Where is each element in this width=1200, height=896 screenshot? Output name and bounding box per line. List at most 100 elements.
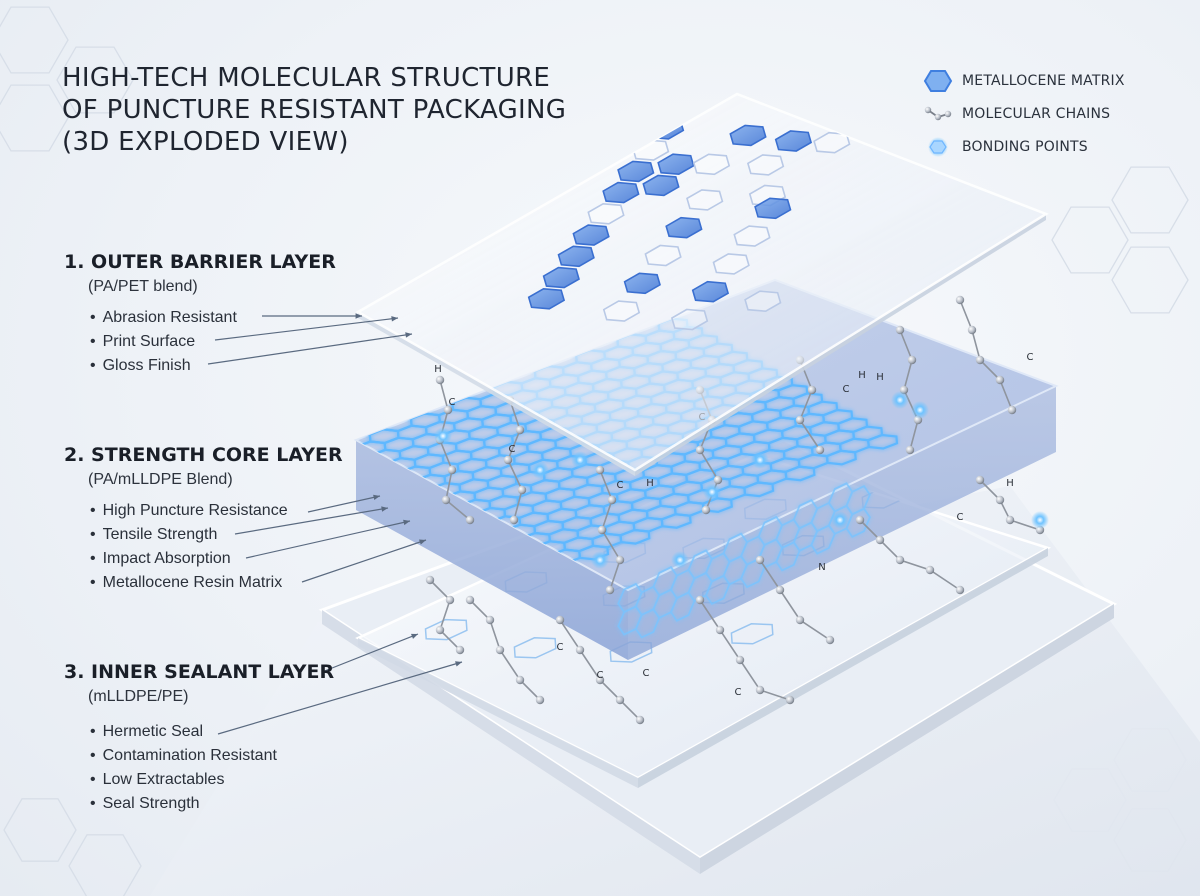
chain-atom (925, 565, 935, 575)
atom-label: C (843, 384, 850, 395)
layer-bullets: High Puncture Resistance Tensile Strengt… (90, 499, 343, 595)
page-title: HIGH-TECH MOLECULAR STRUCTURE OF PUNCTUR… (62, 62, 566, 158)
metallocene-hex-ghost (644, 244, 682, 267)
background-hexagon (56, 46, 134, 114)
chain-atom (775, 585, 785, 595)
title-line-1: HIGH-TECH MOLECULAR STRUCTURE (62, 63, 551, 93)
metallocene-hex-ghost (744, 290, 782, 313)
chain-atom (485, 615, 495, 625)
atom-label: C (735, 687, 742, 698)
chain-atom (995, 375, 1005, 385)
atom-label: C (1027, 352, 1034, 363)
chain-bond (439, 379, 471, 521)
chain-bond (759, 559, 831, 641)
metallocene-hex-ghost (587, 202, 625, 225)
chain-atom (715, 625, 725, 635)
leader-line (321, 633, 419, 673)
barrier-hex-cells (527, 118, 851, 331)
chain-atom (1007, 405, 1017, 415)
chain-atom (615, 695, 625, 705)
bonding-point (751, 451, 769, 469)
chain-atom (701, 505, 711, 515)
chain-atom (465, 515, 475, 525)
metallocene-hex-filled (572, 224, 610, 246)
chain-atom (425, 575, 435, 585)
metallocene-hex-ghost (733, 225, 771, 247)
chain-atom (795, 415, 805, 425)
metallocene-hex-filled (665, 216, 703, 239)
chain-atom (695, 595, 705, 605)
hex-outline (424, 618, 468, 641)
bullet-item: Gloss Finish (90, 354, 336, 378)
legend: METALLOCENE MATRIX MOLECULAR CHAINS BOND… (920, 64, 1125, 163)
leader-arrowhead (455, 661, 462, 667)
layer-title: 3. INNER SEALANT LAYER (64, 661, 335, 683)
atom-label: H (858, 370, 866, 381)
leader-arrowhead (381, 506, 388, 512)
metallocene-hex-filled (642, 174, 680, 197)
chain-atom (815, 445, 825, 455)
metallocene-hex-filled (691, 280, 730, 303)
chain-atom (895, 325, 905, 335)
chain-atom (575, 645, 585, 655)
bonding-point (703, 483, 721, 501)
chain-atom (755, 685, 765, 695)
hexagon-icon (920, 68, 956, 94)
bullet-item: Metallocene Resin Matrix (90, 571, 343, 595)
bullet-item: High Puncture Resistance (90, 499, 343, 523)
layer-subtitle: (PA/mLLDPE Blend) (88, 471, 233, 488)
chain-atom (695, 445, 705, 455)
metallocene-hex-ghost (602, 300, 641, 322)
chain-atom (895, 555, 905, 565)
atom-label: C (449, 397, 456, 408)
metallocene-hex-ghost (746, 154, 785, 176)
metallocene-hex-filled (542, 266, 580, 289)
bullet-item: Contamination Resistant (90, 744, 334, 768)
background-hexagon (3, 798, 77, 862)
leader-arrowhead (411, 633, 418, 639)
atom-label: C (509, 444, 516, 455)
chain-atom (517, 485, 527, 495)
chain-atom (825, 635, 835, 645)
chain-atom (713, 475, 723, 485)
chain-atom (447, 465, 457, 475)
chain-atom (955, 585, 965, 595)
atom-label: C (597, 670, 604, 681)
chain-atom (597, 525, 607, 535)
chain-atom (443, 405, 453, 415)
bonding-point-icon (920, 134, 956, 160)
bonding-point (531, 461, 549, 479)
background-hexagon (0, 6, 69, 74)
hex-cell (867, 433, 899, 450)
chain-atom (535, 695, 545, 705)
metallocene-hex-ghost (712, 253, 750, 275)
chain-atom (515, 675, 525, 685)
layer-bullets: Hermetic Seal Contamination Resistant Lo… (90, 720, 334, 816)
bonding-point (831, 511, 849, 529)
bonding-point (1031, 511, 1049, 529)
bullet-item: Low Extractables (90, 768, 334, 792)
atom-label: H (646, 478, 654, 489)
chain-atom (435, 375, 445, 385)
atom-label: H (1006, 478, 1014, 489)
chain-atom (955, 295, 965, 305)
metallocene-hex-filled (557, 245, 595, 268)
chain-atom (735, 655, 745, 665)
metallocene-hex-filled (754, 197, 792, 220)
bonding-point (591, 551, 609, 569)
chain-atom (855, 515, 865, 525)
chain-atom (441, 495, 451, 505)
bullet-item: Seal Strength (90, 792, 334, 816)
chain-bond (799, 359, 821, 451)
layer-bullets: Abrasion Resistant Print Surface Gloss F… (90, 306, 336, 378)
chain-atom (503, 455, 513, 465)
chain-bond (429, 579, 461, 651)
bonding-point (911, 401, 929, 419)
chain-atom (755, 555, 765, 565)
metallocene-hex-filled (623, 272, 661, 295)
atom-label: N (818, 562, 825, 573)
legend-item-molecular-chains: MOLECULAR CHAINS (920, 97, 1125, 130)
hex-outline (730, 623, 774, 645)
leader-arrowhead (391, 316, 398, 322)
